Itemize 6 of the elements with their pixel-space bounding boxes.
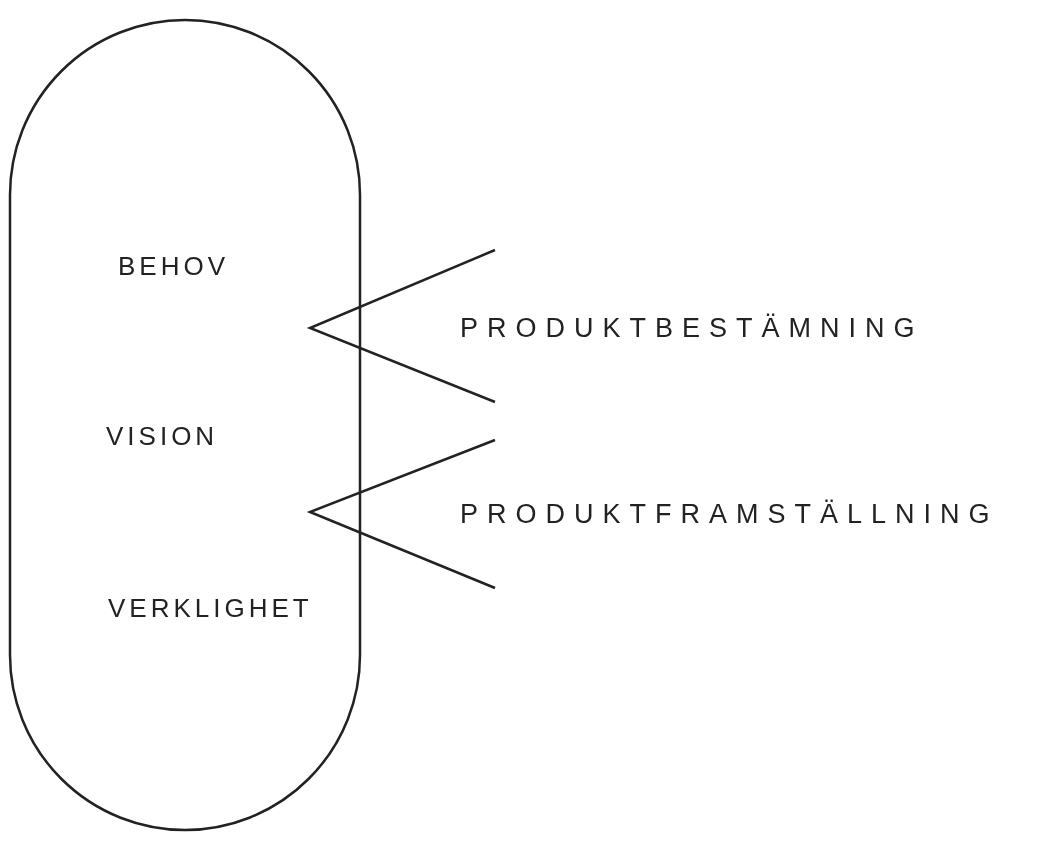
stage-label: BEHOV — [118, 253, 230, 279]
phase-label: PRODUKTFRAMSTÄLLNING — [460, 501, 999, 528]
stage-label: VERKLIGHET — [108, 595, 313, 621]
phase-label: PRODUKTBESTÄMNING — [460, 315, 924, 342]
stage-label: VISION — [106, 423, 219, 449]
capsule-shape — [10, 20, 360, 830]
